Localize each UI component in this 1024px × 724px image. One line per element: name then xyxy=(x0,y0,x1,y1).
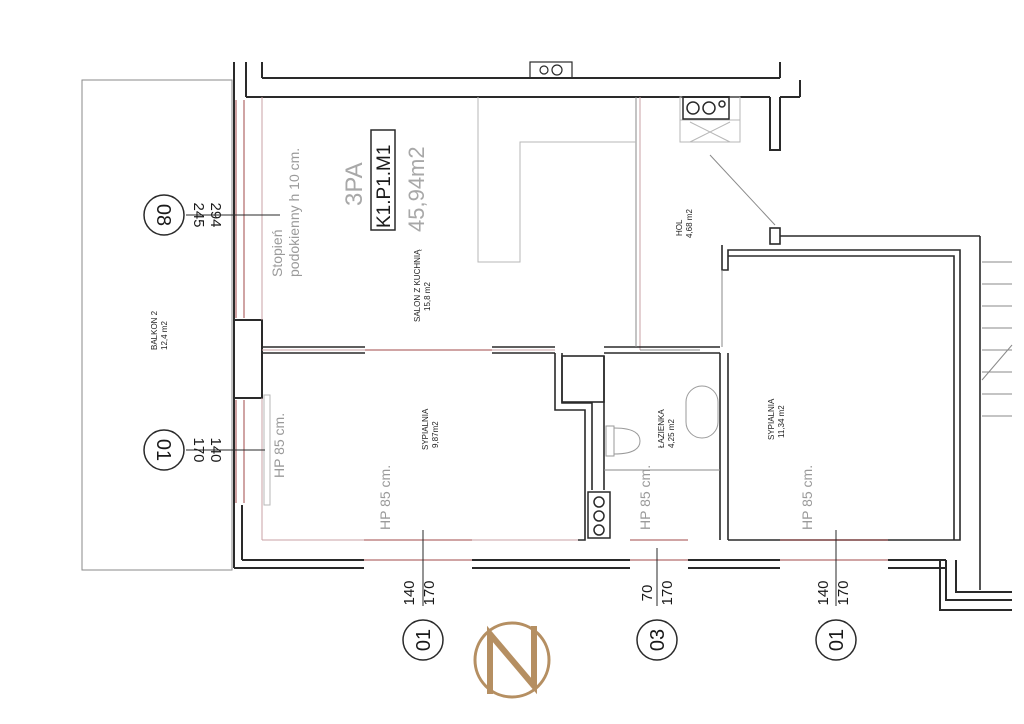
window-code-01-bed1: 01 xyxy=(413,629,435,651)
stopien-note-line1: Stopień xyxy=(269,230,285,277)
window-dim-01-bed1-bottom: 170 xyxy=(421,580,438,605)
hp-note-bed1: HP 85 cm. xyxy=(377,465,393,530)
interior-walls xyxy=(262,227,981,590)
window-dim-01-bed1-top: 140 xyxy=(401,580,418,605)
washing-machine-icon xyxy=(587,491,611,539)
room-labels: SALON Z KUCHNIĄ 15,8 m2 HOL 4,68 m2 BALK… xyxy=(150,209,786,450)
room-name-balkon: BALKON 2 xyxy=(150,310,159,350)
bathtub-icon xyxy=(685,385,719,439)
window-dim-01-left-bottom: 140 xyxy=(207,437,224,462)
windows xyxy=(235,100,888,561)
window-dim-01-left-top: 170 xyxy=(190,437,207,462)
room-name-lazienka: ŁAZIENKA xyxy=(657,409,666,448)
room-name-salon: SALON Z KUCHNIĄ xyxy=(413,249,422,322)
window-dim-03-bath-top: 70 xyxy=(639,585,656,602)
window-code-01-bed2: 01 xyxy=(826,629,848,651)
monogram-n-logo-icon xyxy=(473,621,551,699)
inner-outline xyxy=(261,97,641,541)
hp-note-bed2: HP 85 cm. xyxy=(799,465,815,530)
unit-code: K1.P1.M1 xyxy=(374,145,395,228)
window-marker-03-bath: 03 70 170 xyxy=(636,580,678,661)
notes: Stopień podokienny h 10 cm. HP 85 cm. HP… xyxy=(269,148,815,530)
window-marker-01-bed1: 01 140 170 xyxy=(401,580,444,661)
toilet-icon xyxy=(605,425,641,457)
room-name-sypialnia2: SYPIALNIA xyxy=(767,398,776,440)
window-dim-08-top: 245 xyxy=(190,202,207,227)
room-area-sypialnia2: 11,34 m2 xyxy=(777,405,786,438)
stopien-note-line2: podokienny h 10 cm. xyxy=(286,148,302,277)
unit-area: 45,94m2 xyxy=(404,146,429,232)
window-dim-03-bath-bottom: 170 xyxy=(659,580,676,605)
room-area-sypialnia1: 9,87m2 xyxy=(431,421,440,448)
window-marker-01-bed2: 01 140 170 xyxy=(815,580,857,661)
window-code-03-bath: 03 xyxy=(647,629,669,651)
hp-note-bath: HP 85 cm. xyxy=(637,465,653,530)
room-name-hol: HOL xyxy=(675,219,684,236)
unit-type: 3PA xyxy=(341,162,368,206)
room-area-lazienka: 4,25 m2 xyxy=(667,419,676,448)
window-marker-08: 08 245 294 xyxy=(143,194,224,236)
sink-icon-top xyxy=(529,61,573,79)
stove-icon-top xyxy=(682,96,730,120)
room-area-salon: 15,8 m2 xyxy=(423,282,432,311)
window-dim-08-bottom: 294 xyxy=(207,202,224,227)
window-marker-01-left: 01 170 140 xyxy=(143,429,224,471)
unit-label: K1.P1.M1 45,94m2 3PA xyxy=(341,129,429,232)
room-name-sypialnia1: SYPIALNIA xyxy=(421,408,430,450)
room-area-hol: 4,68 m2 xyxy=(685,209,694,238)
room-area-balkon: 12,4 m2 xyxy=(160,321,169,350)
window-code-08: 08 xyxy=(152,204,174,226)
hall-lines xyxy=(604,97,776,471)
window-dim-01-bed2-top: 140 xyxy=(815,580,832,605)
window-dim-01-bed2-bottom: 170 xyxy=(835,580,852,605)
outer-walls xyxy=(233,62,1012,611)
window-code-01-left: 01 xyxy=(152,439,174,461)
kitchen-counter xyxy=(477,96,741,263)
balcony xyxy=(81,79,233,571)
leader-lines xyxy=(186,214,837,606)
stairs xyxy=(981,261,1013,417)
hp-note-balcony: HP 85 cm. xyxy=(271,413,287,478)
